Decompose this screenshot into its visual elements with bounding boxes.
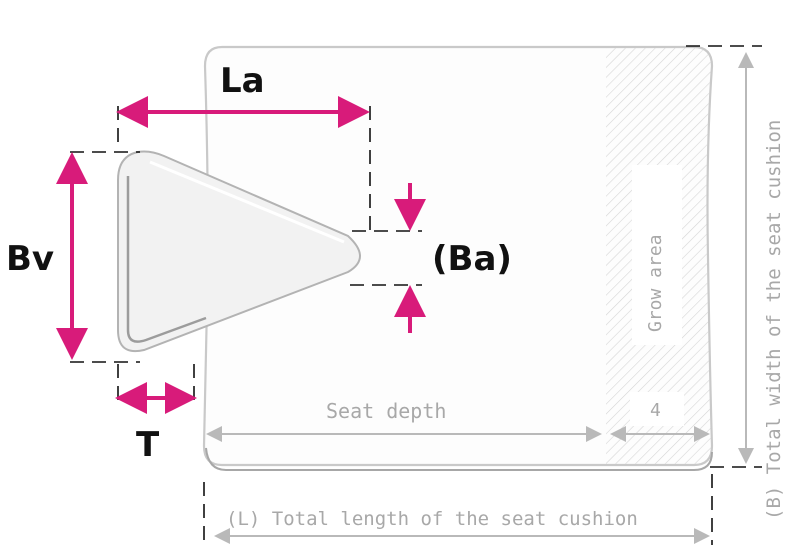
dimension-arrows	[56, 96, 426, 414]
ba-label: (Ba)	[432, 239, 512, 279]
gray-dimension-arrows	[206, 52, 754, 544]
triangle-part	[117, 150, 361, 352]
extension-lines	[70, 45, 762, 545]
total-width-label: (B) Total width of the seat cushion	[763, 120, 785, 520]
la-label: La	[220, 61, 265, 101]
grow-area-label: Grow area	[645, 234, 666, 332]
total-length-label: (L) Total length of the seat cushion	[226, 508, 638, 530]
bv-label: Bv	[6, 239, 54, 279]
t-label: T	[136, 425, 160, 465]
seat-depth-label: Seat depth	[326, 399, 446, 423]
grow-area-zone	[606, 48, 711, 464]
grow-value-label: 4	[650, 400, 661, 421]
seat-cushion-shape	[202, 45, 714, 471]
